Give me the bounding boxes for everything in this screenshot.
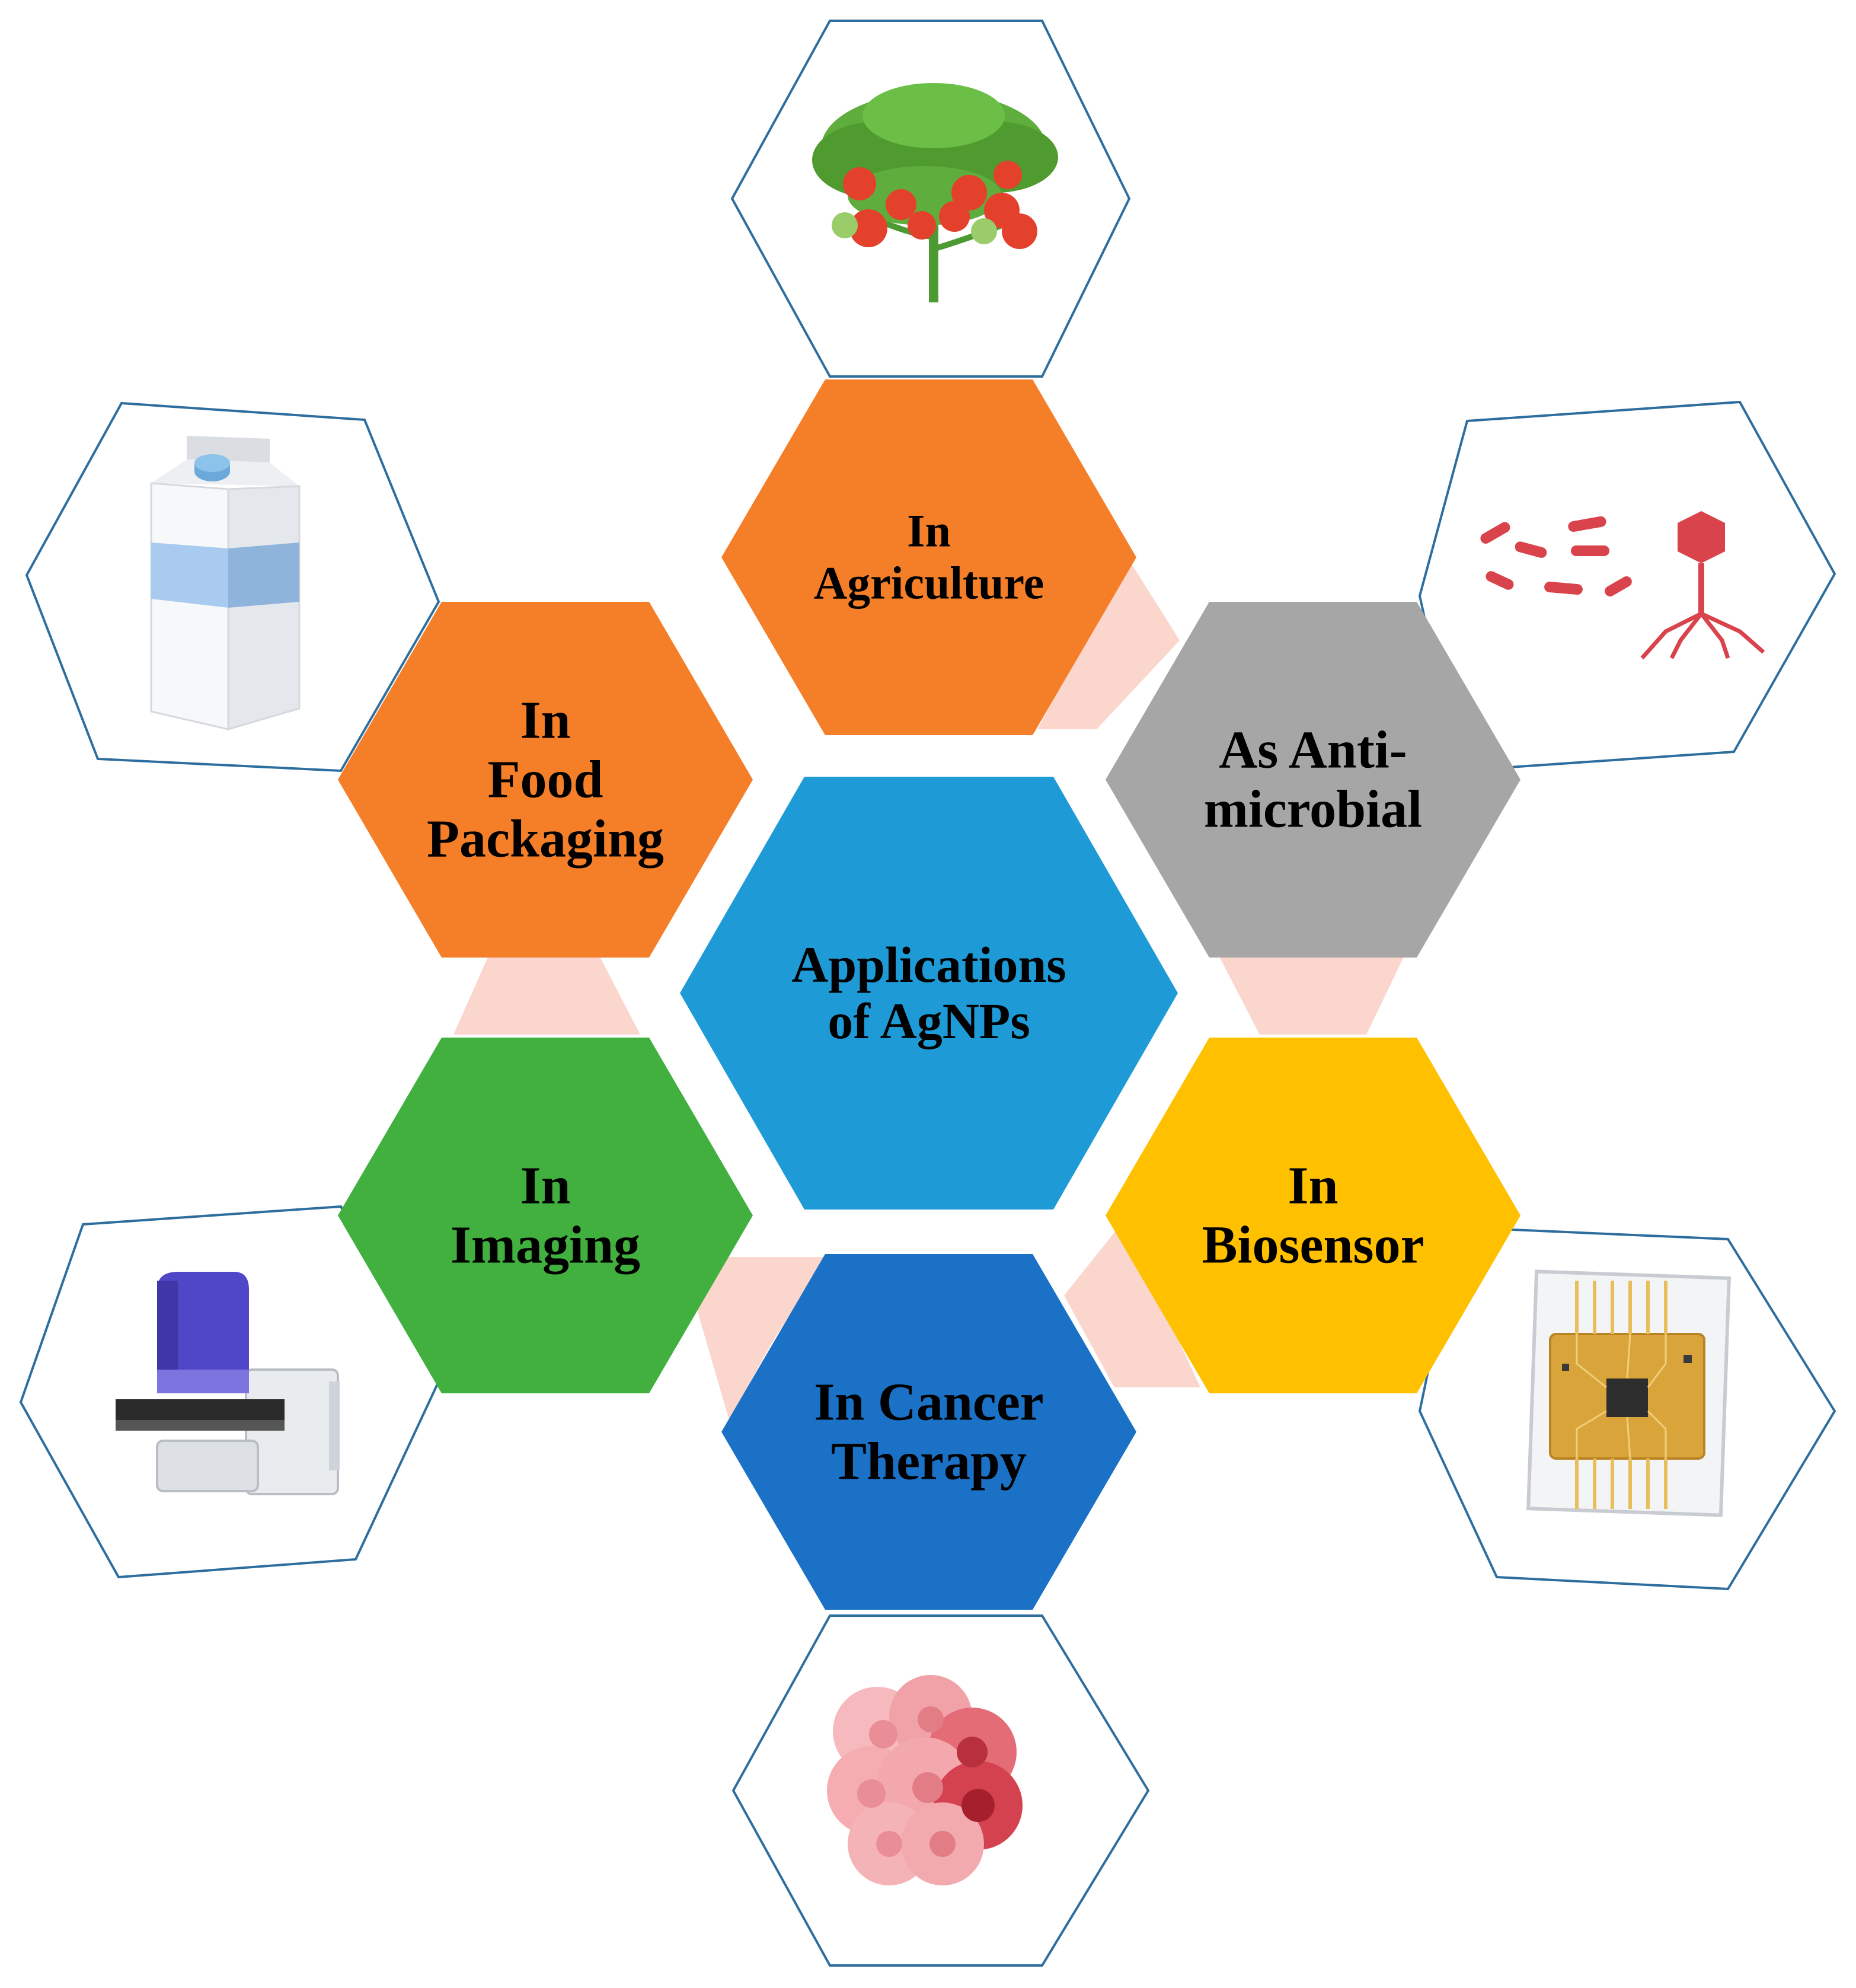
connector-biosensor-cancer: [1064, 1221, 1200, 1387]
hexagon-cancer-therapy: [721, 1254, 1136, 1610]
cancer-cells-icon: [827, 1675, 1023, 1885]
tomato-plant-icon: [812, 83, 1058, 302]
label-cancer-therapy-line-2: Therapy: [831, 1432, 1027, 1491]
bacteriophage-icon: [1480, 511, 1765, 660]
hexagon-biosensor: [1106, 1038, 1520, 1393]
connector-cancer-imaging: [682, 1257, 827, 1420]
hexagon-agriculture: [721, 379, 1136, 735]
label-center-line-2: of AgNPs: [828, 993, 1030, 1049]
microscope-icon: [116, 1272, 340, 1495]
label-cancer-therapy-line-1: In Cancer: [814, 1373, 1043, 1432]
label-antimicrobial-line-2: microbial: [1204, 780, 1422, 839]
hexagon-imaging: [338, 1038, 753, 1393]
label-agriculture-line-2: Agriculture: [814, 557, 1044, 609]
label-imaging-line-2: Imaging: [451, 1216, 640, 1275]
hexagon-center: [680, 777, 1178, 1210]
hexagon-antimicrobial: [1106, 602, 1520, 958]
label-food-packaging-line-1: In: [520, 691, 570, 750]
label-food-packaging-line-2: Food: [487, 751, 603, 809]
label-imaging-line-1: In: [520, 1157, 570, 1215]
connector-bands: [453, 560, 1405, 1420]
connector-antimicrobial-biosensor: [1218, 955, 1405, 1035]
label-center-line-1: Applications: [791, 936, 1066, 993]
connector-agriculture-antimicrobial: [1037, 560, 1180, 729]
microchip-icon: [1526, 1269, 1731, 1517]
milk-carton-icon: [150, 436, 301, 730]
label-agriculture-line-1: In: [907, 505, 951, 557]
label-biosensor-line-2: Biosensor: [1202, 1216, 1424, 1275]
label-antimicrobial-line-1: As Anti-: [1219, 721, 1407, 780]
hexagon-food-packaging: [338, 602, 753, 958]
label-food-packaging-line-3: Packaging: [427, 810, 664, 869]
label-biosensor-line-1: In: [1288, 1157, 1338, 1215]
connector-imaging-food: [453, 955, 640, 1035]
